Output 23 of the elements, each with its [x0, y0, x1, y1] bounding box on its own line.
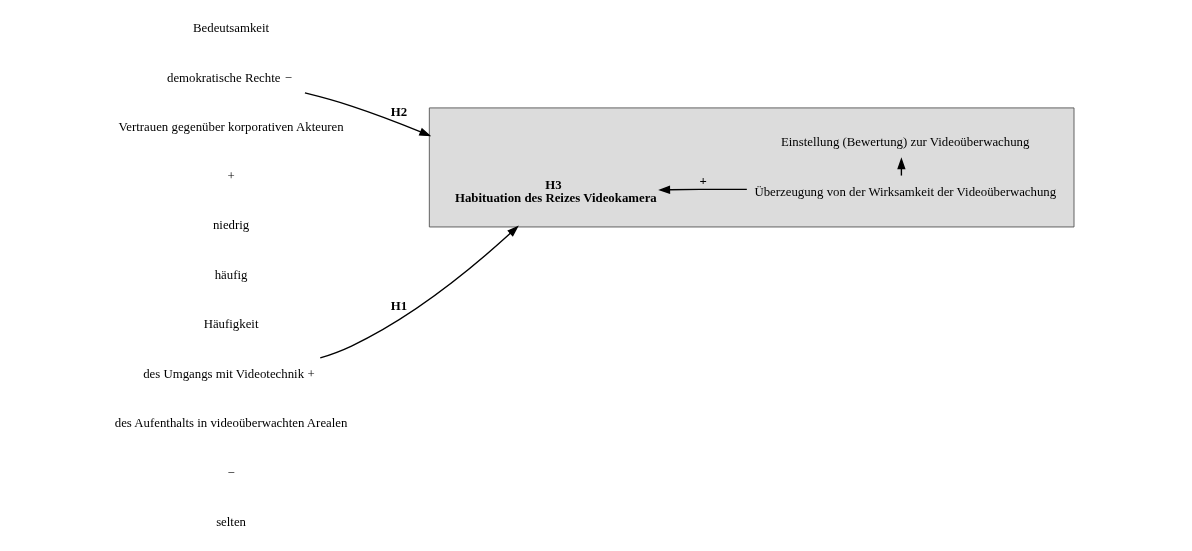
label: des Aufenthalts in videoüberwachten Arealen [114, 416, 348, 431]
arrow [304, 92, 432, 137]
node-label: − [284, 70, 292, 85]
label: Vertrauen gegenüber korporativen Akteuren [118, 119, 344, 134]
label: Bedeutsamkeit [193, 20, 270, 35]
node-label: + [307, 367, 315, 382]
edge-label: H1 [390, 299, 408, 314]
node-text: Einstellung (Bewertung) zur Videoüberwachung [780, 135, 1030, 150]
node-text: H3 Habituation des Reizes Videokamera [454, 177, 657, 205]
arrow [319, 225, 519, 359]
edge-label: + [699, 174, 707, 189]
node-text: demokratische Rechte [166, 70, 281, 85]
edge-label: H2 [390, 105, 408, 120]
label: − [227, 465, 235, 480]
label: niedrig [212, 218, 250, 233]
label: selten [216, 515, 247, 530]
label: + [227, 168, 235, 183]
label: Häufigkeit [203, 317, 259, 332]
cluster [428, 107, 1075, 228]
label: häufig [214, 267, 248, 282]
node-text: des Umgangs mit Videotechnik [143, 367, 305, 382]
arrow [658, 185, 748, 194]
node-text: Überzeugung von der Wirksamkeit der Videoüberwachung [754, 184, 1057, 199]
